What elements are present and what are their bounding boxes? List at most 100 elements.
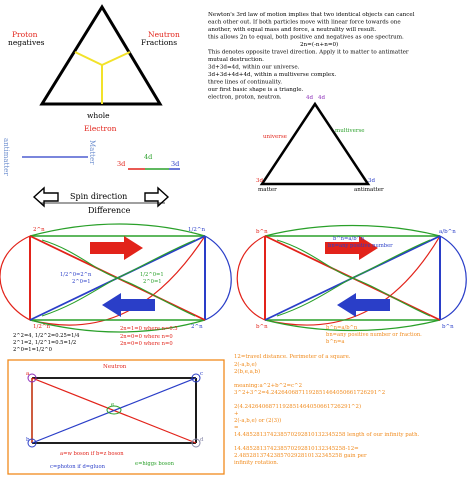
node-b — [27, 438, 37, 448]
orange-line-2: 2(b,e,a,b) — [234, 368, 260, 375]
eq-red-2: 2n=0=0 where n=0 — [120, 341, 173, 347]
left-inner-left-2: 2^0=1 — [72, 278, 91, 285]
left-inner-green-loop — [41, 239, 196, 317]
text-line-11: electron, proton, neutron. — [208, 95, 282, 101]
left-3d-label: 3d — [117, 160, 125, 168]
matter-axis: antimatter Matter 3d 4d 3d — [2, 138, 180, 176]
matter-label: matter — [258, 187, 277, 193]
text-line-1: each other out. If both particles move w… — [208, 20, 401, 26]
node-a — [27, 373, 37, 383]
orange-line-0: 12=travel distance. Perimeter of a squar… — [234, 354, 351, 360]
eq-black-0: 2^2=4, 1/2^2=0.25=1/4 — [13, 332, 80, 339]
right-outer-green-curve — [264, 224, 441, 332]
bottom-left-3d-label: 3d — [256, 178, 263, 184]
text-line-2: another, with equal mass and force, a ne… — [208, 27, 376, 33]
right-br-label: b^n — [442, 323, 454, 330]
eq-red-1: 2n=0=0 where n=0 — [120, 334, 173, 340]
right-tl-label: b^n — [256, 228, 268, 235]
text-line-4: 2n=(-n+n=0) — [300, 41, 338, 48]
text-line-5: This denotes opposite travel direction. … — [208, 50, 409, 56]
orange-line-4: meaning:a^2+b^2=c^2 — [234, 382, 302, 389]
right-lower-3: b^n=a — [326, 338, 344, 345]
explanation-text: Newton's 3rd law of motion implies that … — [208, 12, 415, 101]
right-tr-label: a/b^n — [439, 228, 456, 235]
node-e — [106, 405, 122, 415]
left-tr-label: 1/2^n — [188, 226, 205, 233]
neutron-legend-3: e=higgs boson — [135, 461, 175, 467]
neutron-box-frame — [7, 359, 225, 475]
proton-label: Proton — [12, 30, 38, 39]
negatives-label: negatives — [8, 38, 45, 47]
universe-triangle: 4d 4d universe multiverse 3d matter 3d a… — [256, 95, 384, 193]
left-infinity-diagram: 2^n 1/2^n 1/2^n 2^n 1/2^0=2^n 2^0=1 1/2^… — [0, 223, 232, 353]
spin-direction-label: Spin direction — [70, 192, 127, 201]
matter-vertical-label: Matter — [88, 140, 96, 165]
whole-label: whole — [87, 111, 110, 120]
left-blue-arrow — [102, 293, 155, 317]
right-blue-arrow — [337, 293, 390, 317]
left-bl-label: 1/2^n — [33, 323, 50, 330]
eq-black-2: 2^0=1=1/2^0 — [13, 346, 52, 353]
electron-label: Electron — [84, 124, 117, 133]
neutron-diag-2 — [31, 377, 197, 444]
left-inner-right-1: 1/2^0=1 — [140, 271, 164, 278]
eq-red-0: 2n=1=0 where n=0.5 — [120, 326, 178, 332]
orange-line-15: infinity rotation. — [234, 460, 279, 466]
node-a-label: a — [26, 371, 30, 377]
neutron-box: Neutron a b c d e a=w boson if b=z boson… — [7, 359, 225, 475]
yellow-branch-3 — [101, 51, 131, 66]
eq-black-1: 2^1=2, 1/2^1=0.5=1/2 — [13, 339, 76, 346]
universe-triangle-outline — [259, 101, 371, 186]
orange-line-13: 14.485281374238570292810132345258-12= — [234, 446, 359, 452]
orange-line-11: 14.485281374238570292810132345258 length… — [234, 432, 420, 438]
text-line-7: 3d+3d=4d, within our universe. — [208, 65, 300, 71]
left-tl-label: 2^n — [33, 226, 45, 233]
spin-arrow-left — [32, 186, 59, 208]
neutron-label: Neutron — [148, 30, 180, 39]
node-c-label: c — [200, 371, 203, 377]
left-br-label: 2^n — [191, 323, 203, 330]
orange-notes: 12=travel distance. Perimeter of a squar… — [234, 354, 420, 466]
fractions-label: Fractions — [141, 38, 177, 47]
right-inner-green-loop — [276, 239, 431, 317]
orange-line-10: = — [234, 425, 239, 431]
node-d — [191, 438, 201, 448]
orange-line-1: 2(-a,b,e) — [234, 361, 257, 368]
orange-line-8: + — [234, 411, 239, 417]
neutron-legend-2: c=photon if d=gluon — [50, 464, 106, 470]
left-outer-blue-curve — [204, 235, 232, 321]
left-outer-green-curve — [29, 223, 206, 333]
text-line-6: mutual destruction. — [208, 57, 264, 63]
neutron-box-title: Neutron — [103, 364, 127, 370]
orange-line-9: 2(-a,b,e) or (2(3)) — [234, 417, 281, 424]
mid-4d-label: 4d — [144, 153, 152, 161]
node-d-label: d — [200, 437, 204, 443]
text-line-9: three lines of continuality. — [208, 80, 282, 86]
orange-line-14: 2.485281374238570292810132345258 gain pe… — [234, 453, 367, 459]
right-red-arrow — [325, 236, 378, 260]
universe-label: universe — [263, 134, 287, 140]
multiverse-label: multiverse — [335, 128, 365, 134]
right-3d-label: 3d — [171, 160, 179, 168]
right-outer-blue-curve — [439, 235, 467, 321]
left-inner-right-2: 2^0=1 — [143, 278, 162, 285]
neutron-legend-1: a=w boson if b=z boson — [60, 451, 124, 457]
difference-label: Difference — [88, 206, 131, 215]
top-4d-label: 4d — [306, 95, 313, 101]
top-triangle: Proton negatives Neutron Fractions whole… — [8, 4, 180, 133]
right-lower-1: b^n=a/b^n — [326, 324, 358, 331]
text-line-0: Newton's 3rd law of motion implies that … — [208, 12, 415, 18]
right-lower-2: bn=any positive number or fraction. — [326, 332, 422, 338]
orange-line-7: 2(4.2426406871192851464050661726291^2) — [234, 403, 361, 410]
text-line-8: 3d+3d+4d+4d, within a multiverse complex… — [208, 72, 336, 78]
bottom-right-3d-label: 3d — [368, 178, 375, 184]
right-bl-label: b^n — [256, 323, 268, 330]
node-b-label: b — [26, 437, 30, 443]
text-line-3: this allows 2n to equal, both positive a… — [208, 35, 404, 41]
right-inner-1: b^n=a/b^n — [333, 235, 365, 242]
orange-line-5: 3^2+3^2=4.242640687119285146405066172629… — [234, 389, 385, 396]
left-inner-left-1: 1/2^0=2^n — [60, 271, 92, 278]
node-c — [191, 373, 201, 383]
node-e-label: e — [111, 402, 114, 408]
spin-section: Spin direction Difference — [32, 186, 170, 215]
